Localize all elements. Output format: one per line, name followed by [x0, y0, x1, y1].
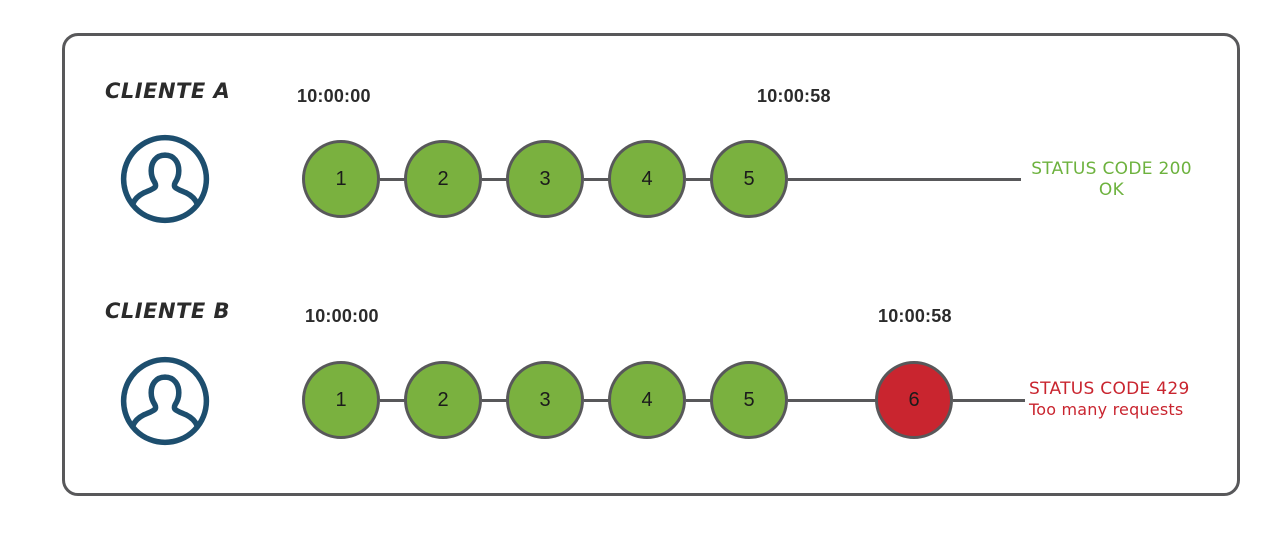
request-node-label: 6 [908, 388, 920, 411]
avatar-cliente-a [119, 133, 211, 225]
connector-a-2 [482, 178, 527, 181]
connector-b-1 [380, 399, 425, 402]
connector-b-2 [482, 399, 527, 402]
client-label-b: CLIENTE B [105, 299, 231, 323]
request-node-label: 5 [743, 167, 755, 190]
status-code-a: STATUS CODE 200 [1031, 159, 1192, 179]
request-node[interactable]: 3 [506, 361, 584, 439]
connector-b-4 [686, 399, 731, 402]
request-node-label: 4 [641, 167, 653, 190]
avatar-cliente-b [119, 355, 211, 447]
request-node[interactable]: 5 [710, 361, 788, 439]
status-code-b: STATUS CODE 429 [1029, 379, 1190, 399]
request-node[interactable]: 4 [608, 361, 686, 439]
status-message-b: Too many requests [1029, 400, 1184, 420]
status-badge-b: STATUS CODE 429 Too many requests [1029, 379, 1219, 420]
connector-a-4 [686, 178, 731, 181]
request-node[interactable]: 2 [404, 140, 482, 218]
connector-a-3 [584, 178, 629, 181]
request-node[interactable]: 5 [710, 140, 788, 218]
connector-a-tail [788, 178, 1021, 181]
request-node-label: 1 [335, 388, 347, 411]
request-node[interactable]: 1 [302, 361, 380, 439]
request-node-label: 4 [641, 388, 653, 411]
request-node-label: 5 [743, 388, 755, 411]
request-node[interactable]: 1 [302, 140, 380, 218]
status-badge-a: STATUS CODE 200 OK [1029, 159, 1194, 202]
request-node[interactable]: 4 [608, 140, 686, 218]
timestamp-end-b: 10:00:58 [878, 306, 952, 326]
request-node-label: 3 [539, 167, 551, 190]
request-node-label: 2 [437, 167, 449, 190]
request-node-label: 1 [335, 167, 347, 190]
request-node[interactable]: 3 [506, 140, 584, 218]
request-node-label: 2 [437, 388, 449, 411]
timestamp-start-b: 10:00:00 [305, 306, 379, 326]
status-message-a: OK [1098, 180, 1125, 201]
timestamp-end-a: 10:00:58 [757, 86, 831, 106]
request-node-blocked[interactable]: 6 [875, 361, 953, 439]
timestamp-start-a: 10:00:00 [297, 86, 371, 106]
connector-b-tail [953, 399, 1025, 402]
connector-b-3 [584, 399, 629, 402]
request-node[interactable]: 2 [404, 361, 482, 439]
connector-b-5 [788, 399, 876, 402]
connector-a-1 [380, 178, 425, 181]
request-node-label: 3 [539, 388, 551, 411]
client-label-a: CLIENTE A [105, 79, 231, 103]
